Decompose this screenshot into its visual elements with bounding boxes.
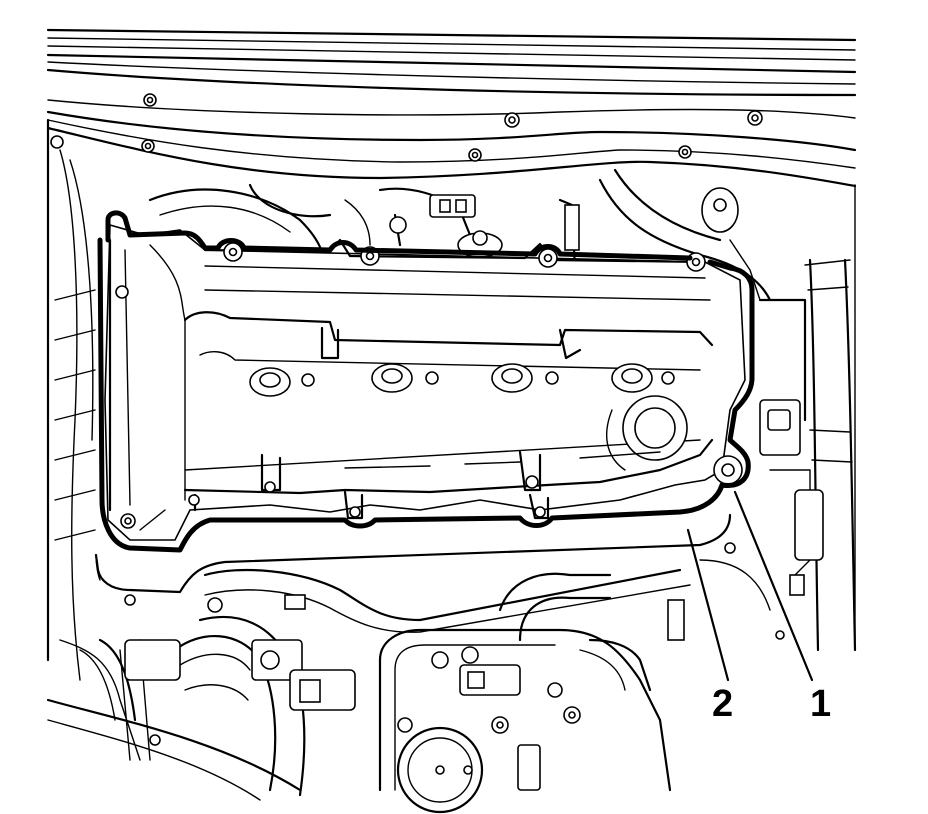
lower-components bbox=[79, 542, 736, 814]
right-side-structure bbox=[699, 184, 857, 652]
camshaft-cover-gasket bbox=[94, 210, 755, 594]
camshaft-cover bbox=[104, 223, 746, 541]
callout-labels: 2 1 bbox=[712, 683, 831, 725]
cowl-panel bbox=[46, 28, 857, 188]
callout-label-2: 2 bbox=[712, 683, 733, 725]
callout-leaders bbox=[686, 490, 814, 682]
left-side-structure bbox=[46, 118, 302, 801]
callout-label-1: 1 bbox=[810, 683, 831, 725]
spark-plug-bores bbox=[249, 363, 675, 397]
